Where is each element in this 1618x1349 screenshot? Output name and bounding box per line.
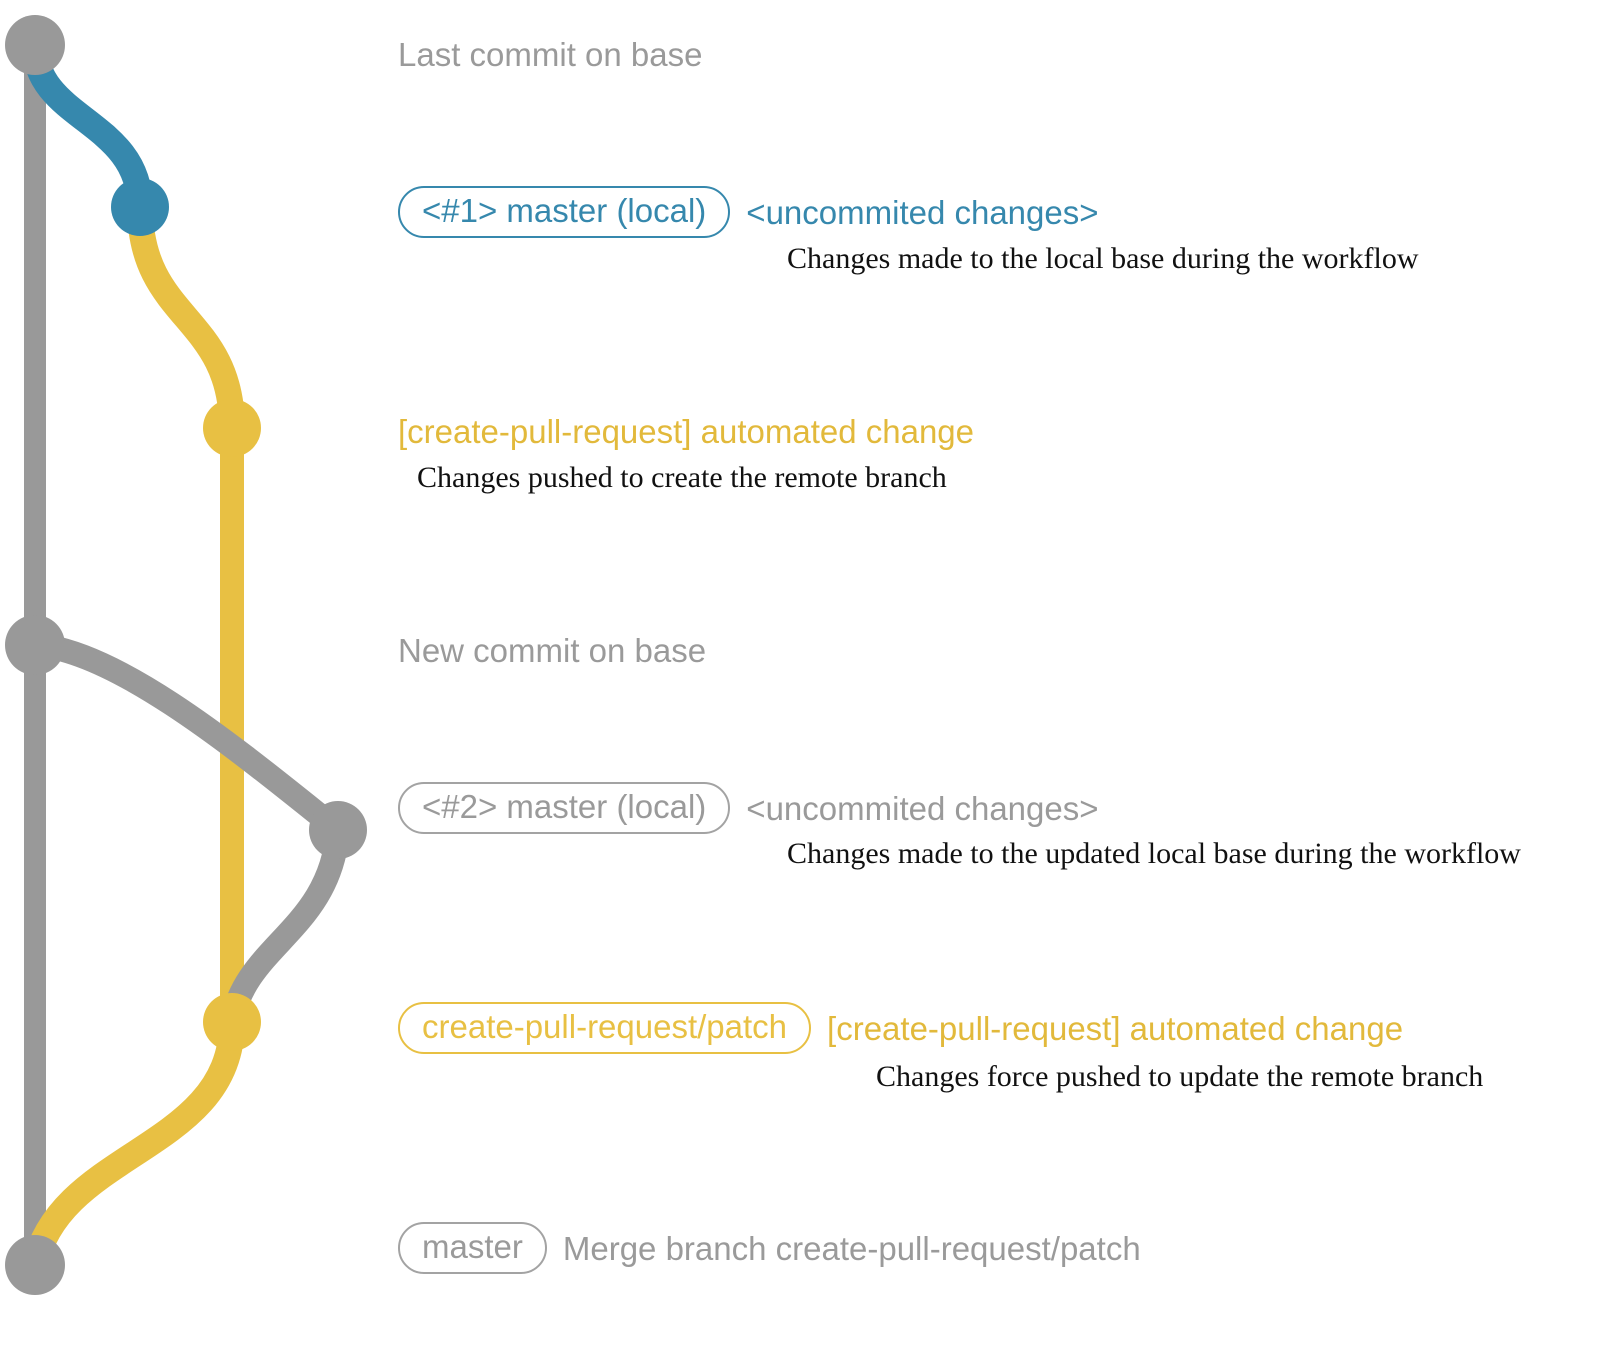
commit-node-merge-master[interactable] bbox=[5, 1235, 65, 1295]
edge-base-to-local2 bbox=[23, 633, 350, 842]
label-new-commit-on-base: New commit on base bbox=[398, 632, 707, 669]
description-automated-change-2: Changes force pushed to update the remot… bbox=[876, 1060, 1484, 1093]
git-graph bbox=[0, 0, 420, 1344]
label-last-commit-on-base: Last commit on base bbox=[398, 36, 703, 73]
commit-node-new-commit-on-base[interactable] bbox=[5, 615, 65, 675]
description-master-local-1: Changes made to the local base during th… bbox=[787, 242, 1419, 275]
badge-create-pull-request-patch[interactable]: create-pull-request/patch bbox=[398, 1002, 812, 1054]
subject-merge-commit: Merge branch create-pull-request/patch bbox=[562, 1229, 1141, 1267]
edge-patch2-to-merge bbox=[22, 1009, 245, 1278]
label-automated-change-1: [create-pull-request] automated change bbox=[398, 413, 975, 450]
subject-master-local-1: <uncommited changes> bbox=[746, 193, 1099, 231]
edge-local1-to-patch1 bbox=[127, 194, 245, 441]
commit-node-automated-change-2[interactable] bbox=[203, 993, 261, 1051]
badge-master-local-2[interactable]: <#2> master (local) bbox=[398, 782, 731, 834]
commit-node-automated-change-1[interactable] bbox=[203, 399, 261, 457]
git-graph-svg bbox=[5, 15, 367, 1295]
commit-node-master-local-1[interactable] bbox=[111, 178, 169, 236]
description-master-local-2: Changes made to the updated local base d… bbox=[787, 837, 1521, 870]
subject-master-local-2: <uncommited changes> bbox=[746, 789, 1099, 827]
row-master-local-1: <#1> master (local) <uncommited changes> bbox=[398, 186, 1099, 238]
description-automated-change-1: Changes pushed to create the remote bran… bbox=[417, 461, 947, 494]
subject-automated-change-2: [create-pull-request] automated change bbox=[827, 1009, 1404, 1047]
row-master-local-2: <#2> master (local) <uncommited changes> bbox=[398, 782, 1099, 834]
badge-master[interactable]: master bbox=[398, 1222, 547, 1274]
row-automated-change-2: create-pull-request/patch [create-pull-r… bbox=[398, 1002, 1403, 1054]
commit-node-last-commit-on-base[interactable] bbox=[5, 15, 65, 75]
badge-master-local-1[interactable]: <#1> master (local) bbox=[398, 186, 731, 238]
row-merge: master Merge branch create-pull-request/… bbox=[398, 1222, 1141, 1274]
commit-node-master-local-2[interactable] bbox=[309, 801, 367, 859]
